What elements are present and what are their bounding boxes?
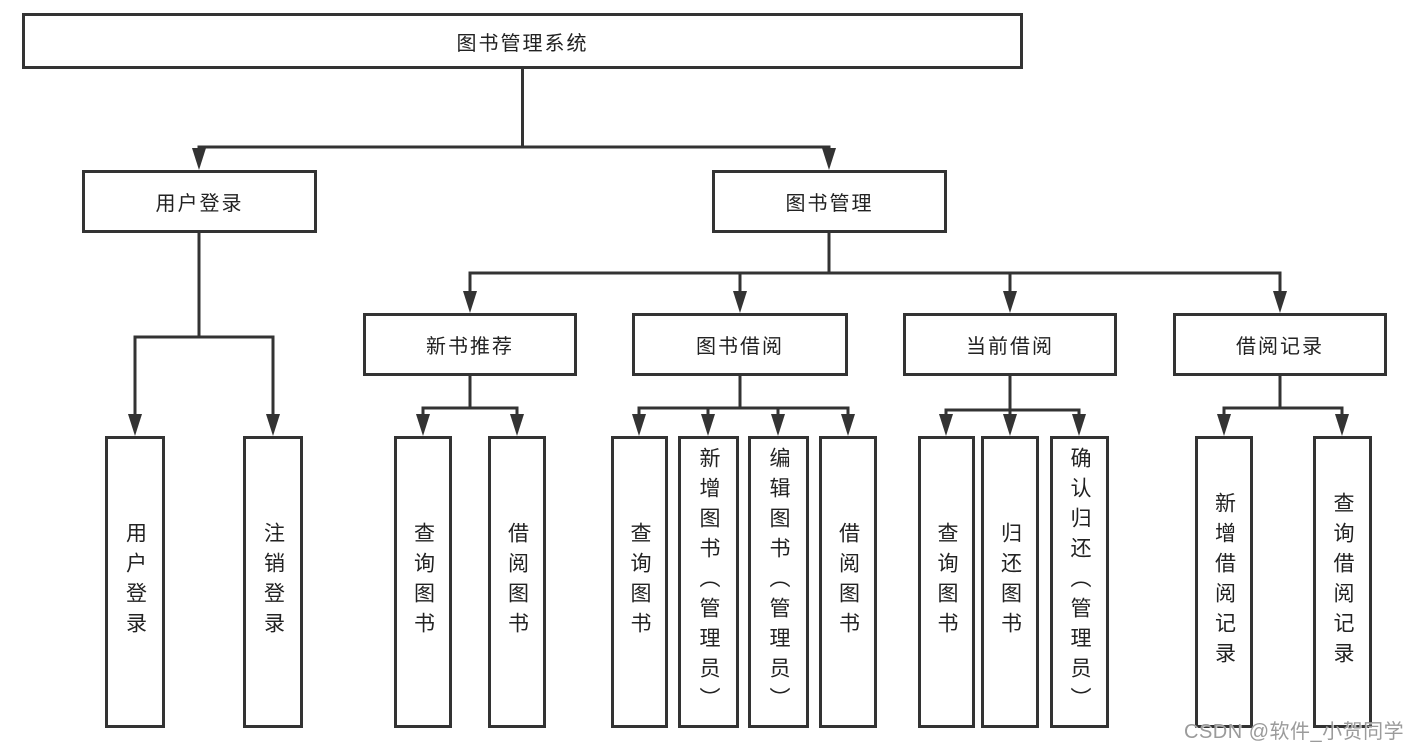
leaf-label: 新增借阅记录 <box>1212 492 1236 672</box>
arrowheads <box>128 148 1349 436</box>
node-book-management: 图书管理 <box>712 170 947 233</box>
node-book-borrowing: 图书借阅 <box>632 313 848 376</box>
leaf-add-borrow-record: 新增借阅记录 <box>1195 436 1253 728</box>
leaf-label: 查询借阅记录 <box>1331 492 1354 672</box>
leaf-label: 新增图书（管理员） <box>697 447 720 717</box>
leaf-query-books-current: 查询图书 <box>918 436 975 728</box>
node-library-management-system: 图书管理系统 <box>22 13 1023 69</box>
leaf-borrow-books-recommend: 借阅图书 <box>488 436 546 728</box>
csdn-watermark: CSDN @软件_小贺同学 <box>1184 721 1405 743</box>
leaf-borrow-books: 借阅图书 <box>819 436 877 728</box>
node-user-login: 用户登录 <box>82 170 317 233</box>
leaf-return-books: 归还图书 <box>981 436 1039 728</box>
leaf-confirm-return-admin: 确认归还（管理员） <box>1050 436 1109 728</box>
leaf-label: 注销登录 <box>261 522 285 642</box>
leaf-query-borrow-record: 查询借阅记录 <box>1313 436 1372 728</box>
leaf-add-books-admin: 新增图书（管理员） <box>678 436 739 728</box>
leaf-label: 查询图书 <box>411 522 435 642</box>
leaf-label: 查询图书 <box>628 522 651 642</box>
leaf-label: 查询图书 <box>935 522 958 642</box>
leaf-label: 借阅图书 <box>836 522 860 642</box>
node-borrowing-records: 借阅记录 <box>1173 313 1387 376</box>
node-new-book-recommendation: 新书推荐 <box>363 313 577 376</box>
leaf-label: 归还图书 <box>998 522 1022 642</box>
leaf-edit-books-admin: 编辑图书（管理员） <box>748 436 809 728</box>
leaf-query-books-recommend: 查询图书 <box>394 436 452 728</box>
node-current-borrowing: 当前借阅 <box>903 313 1117 376</box>
leaf-label: 借阅图书 <box>505 522 529 642</box>
leaf-label: 编辑图书（管理员） <box>767 447 790 717</box>
leaf-logout-login: 注销登录 <box>243 436 303 728</box>
leaf-query-books-borrow: 查询图书 <box>611 436 668 728</box>
leaf-label: 确认归还（管理员） <box>1068 447 1091 717</box>
leaf-label: 用户登录 <box>123 522 147 642</box>
leaf-user-login: 用户登录 <box>105 436 165 728</box>
